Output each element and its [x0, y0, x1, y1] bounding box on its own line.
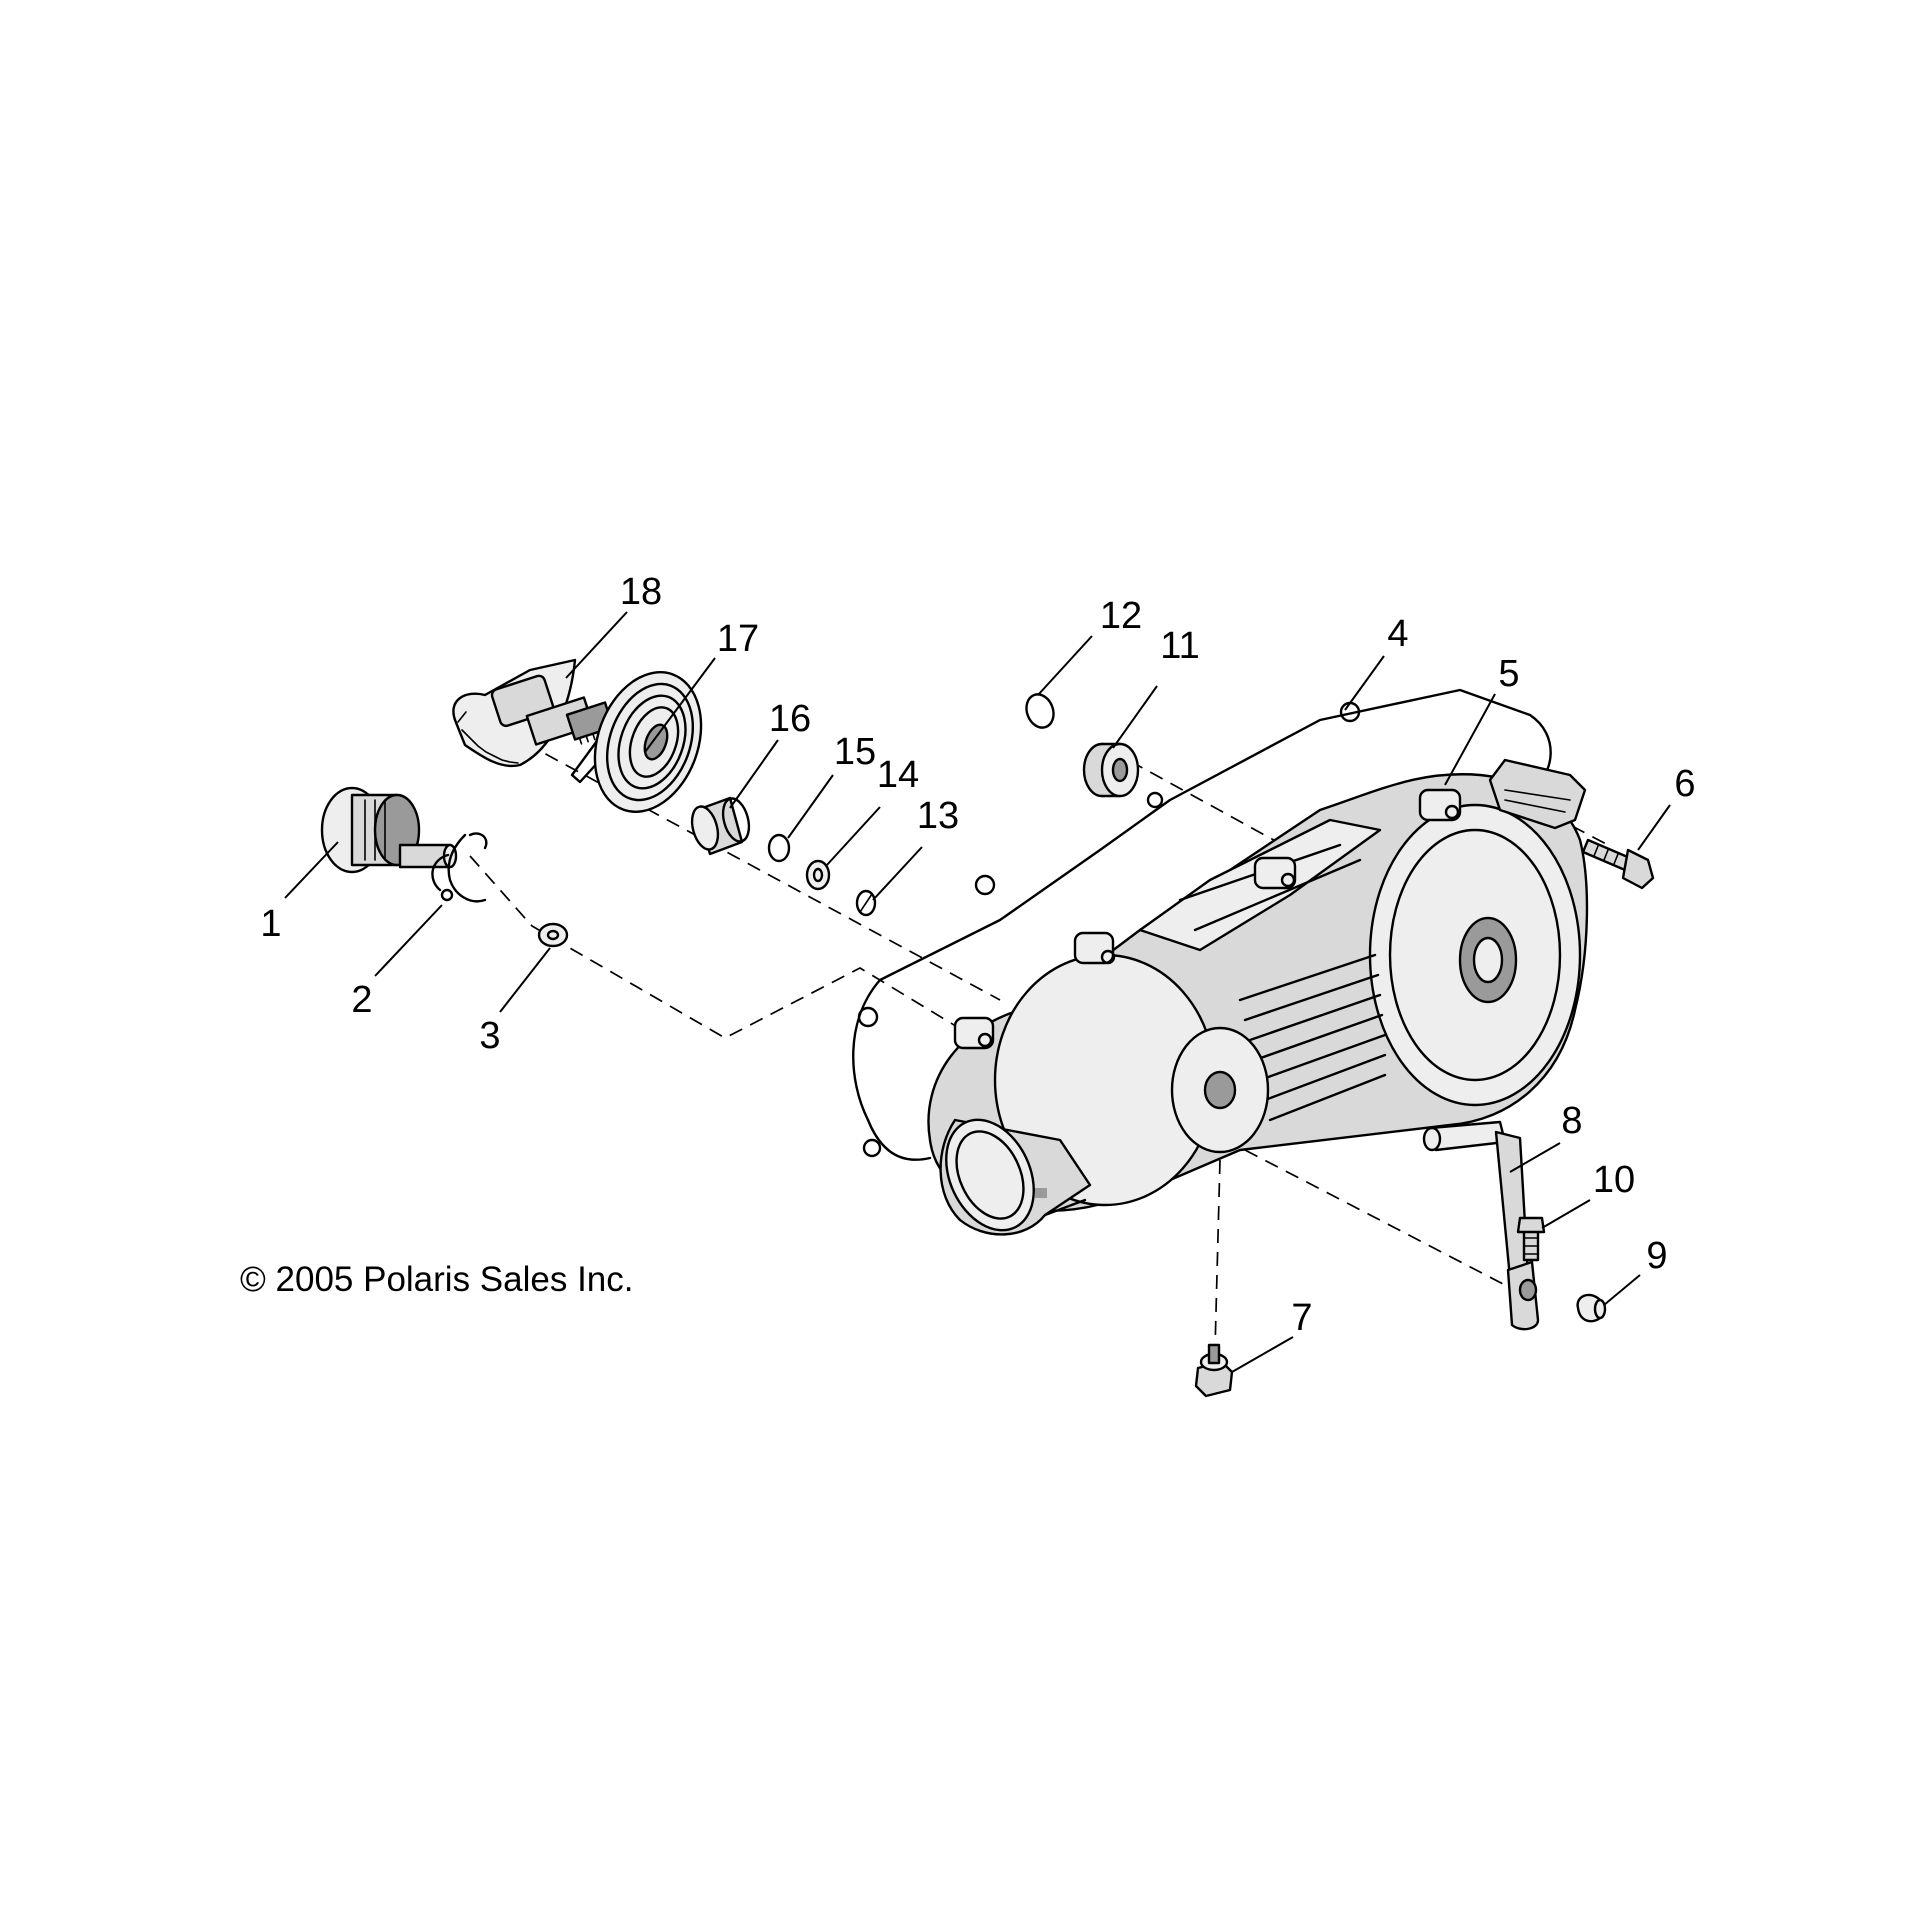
part-4-gasket [852, 688, 1552, 1161]
callout-15: 15 [834, 731, 876, 773]
callout-3: 3 [479, 1015, 500, 1057]
part-12-ring [1025, 693, 1055, 729]
part-14-washer [805, 859, 831, 891]
part-7-bolt [1194, 1343, 1234, 1398]
part-18-kick-shaft [452, 658, 615, 784]
part-2-clip [431, 832, 488, 903]
callout-18: 18 [620, 571, 662, 613]
callout-12: 12 [1100, 595, 1142, 637]
air-intake [939, 1118, 1092, 1236]
callout-16: 16 [769, 698, 811, 740]
callout-7: 7 [1291, 1297, 1312, 1339]
callout-1: 1 [260, 903, 281, 945]
part-8-kick-lever [1422, 1120, 1540, 1331]
callout-labels: 1 2 3 4 5 6 7 8 9 10 11 12 13 14 15 16 1… [260, 571, 1695, 1339]
callout-9: 9 [1646, 1235, 1667, 1277]
callout-13: 13 [917, 795, 959, 837]
mounting-bosses [953, 788, 1462, 1050]
cooling-fins [1238, 953, 1387, 1122]
callout-10: 10 [1593, 1159, 1635, 1201]
part-13-circlip [855, 889, 877, 917]
callout-2: 2 [351, 979, 372, 1021]
part-5-cover [927, 758, 1589, 1236]
callout-4: 4 [1387, 613, 1408, 655]
part-10-bolt [1516, 1216, 1546, 1262]
leader-lines [284, 611, 1671, 1373]
callout-6: 6 [1674, 763, 1695, 805]
callout-14: 14 [877, 754, 919, 796]
part-17-coil-spring [593, 671, 703, 813]
callout-5: 5 [1498, 653, 1519, 695]
part-15-ring [767, 833, 791, 863]
part-1-starter-drive [320, 786, 458, 874]
part-16-bushing [690, 796, 751, 856]
part-11-bearing [1082, 742, 1140, 798]
part-3-washer [537, 922, 569, 948]
callout-11: 11 [1160, 625, 1199, 667]
part-6-bolt [1581, 838, 1655, 890]
part-9-cap [1576, 1293, 1607, 1323]
copyright-notice: © 2005 Polaris Sales Inc. [240, 1260, 634, 1299]
callout-8: 8 [1561, 1100, 1582, 1142]
callout-17: 17 [717, 618, 759, 660]
